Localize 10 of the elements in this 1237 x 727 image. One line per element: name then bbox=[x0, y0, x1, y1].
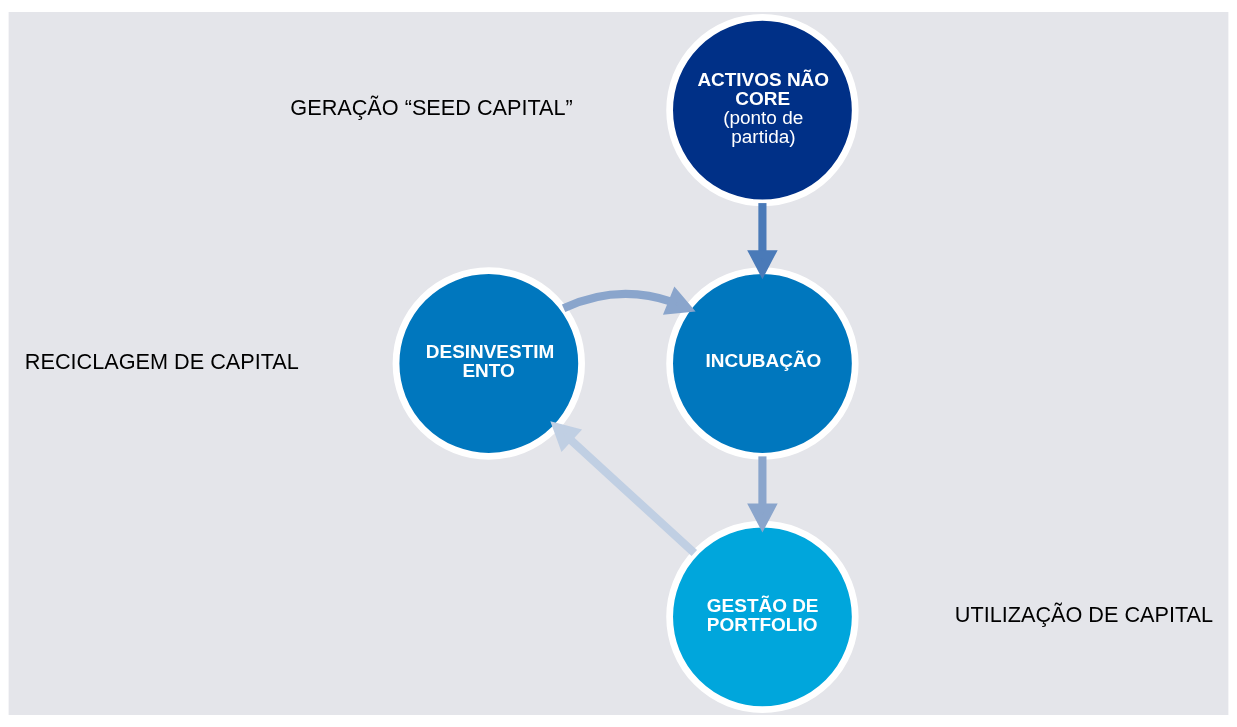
node-circle: ACTIVOS NÃO CORE (ponto de partida) bbox=[666, 14, 859, 207]
arrow bbox=[747, 203, 778, 280]
label: UTILIZAÇÃO DE CAPITAL bbox=[954, 601, 1214, 627]
arrow bbox=[562, 286, 696, 315]
label: GERAÇÃO “SEED CAPITAL” bbox=[290, 95, 573, 121]
arrow bbox=[747, 456, 778, 533]
arrow bbox=[550, 421, 698, 557]
node-circle: GESTÃO DE PORTFOLIO bbox=[666, 520, 859, 713]
label: RECICLAGEM DE CAPITAL bbox=[24, 348, 299, 374]
node-circle: INCUBAÇÃO bbox=[666, 267, 859, 460]
